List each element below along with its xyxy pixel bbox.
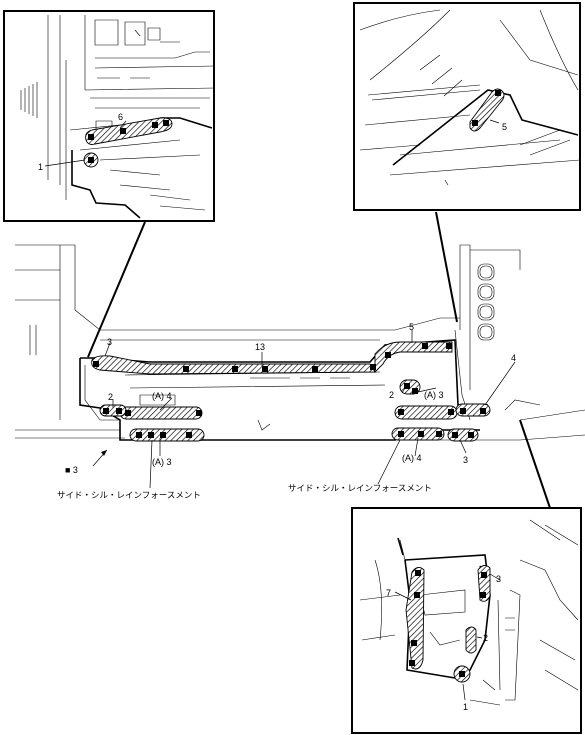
label-3-right: 3 — [463, 455, 468, 465]
label-3-top: 3 — [107, 337, 112, 347]
inset-br-sealer-2 — [465, 626, 477, 654]
inset-tr-label-5: 5 — [502, 122, 507, 132]
caption-side-sill-right: サイド・シル・レインフォースメント — [288, 484, 432, 494]
inset-tr-sealer-5 — [469, 88, 505, 132]
inset-bottom-right: 7 3 2 1 — [351, 507, 582, 734]
sealer-strip-5 — [374, 341, 453, 374]
label-a4-left: (A) 4 — [152, 391, 172, 401]
label-4-right: 4 — [511, 353, 516, 363]
caption-side-sill-left: サイド・シル・レインフォースメント — [57, 491, 201, 501]
label-5: 5 — [409, 322, 414, 332]
inset-top-right-drawing — [359, 9, 581, 186]
inset-top-left: 6 1 — [3, 10, 216, 222]
inset-tl-welds — [88, 120, 169, 140]
pillar-holes — [477, 263, 495, 341]
label-2-left: 2 — [108, 392, 113, 402]
label-a3-left: (A) 3 — [152, 457, 172, 467]
main-side-sill-view: 3 13 5 4 2 (A) 4 (A) 3 2 (A) 3 (A) 4 3 ■… — [15, 244, 585, 501]
inset-br-label-1: 1 — [463, 702, 468, 712]
reference-square-3: ■ 3 — [65, 465, 78, 475]
label-2-mid: 2 — [389, 390, 394, 400]
label-13: 13 — [255, 342, 265, 352]
inset-pointer-lines — [87, 211, 551, 509]
sealer-strip-upper-right-4 — [394, 405, 458, 420]
inset-tl-sealer-6 — [85, 117, 173, 145]
inset-tl-label-6: 6 — [118, 112, 123, 122]
label-a4-right: (A) 4 — [402, 453, 422, 463]
inset-br-label-2: 2 — [483, 633, 488, 643]
inset-tl-label-1: 1 — [38, 162, 43, 172]
main-weld-points — [93, 343, 486, 438]
main-leader-lines — [92, 330, 516, 489]
inset-top-right: 5 — [353, 2, 581, 211]
inset-br-label-3: 3 — [496, 574, 501, 584]
label-a3-mid: (A) 3 — [424, 390, 444, 400]
inset-br-label-7: 7 — [386, 588, 391, 598]
